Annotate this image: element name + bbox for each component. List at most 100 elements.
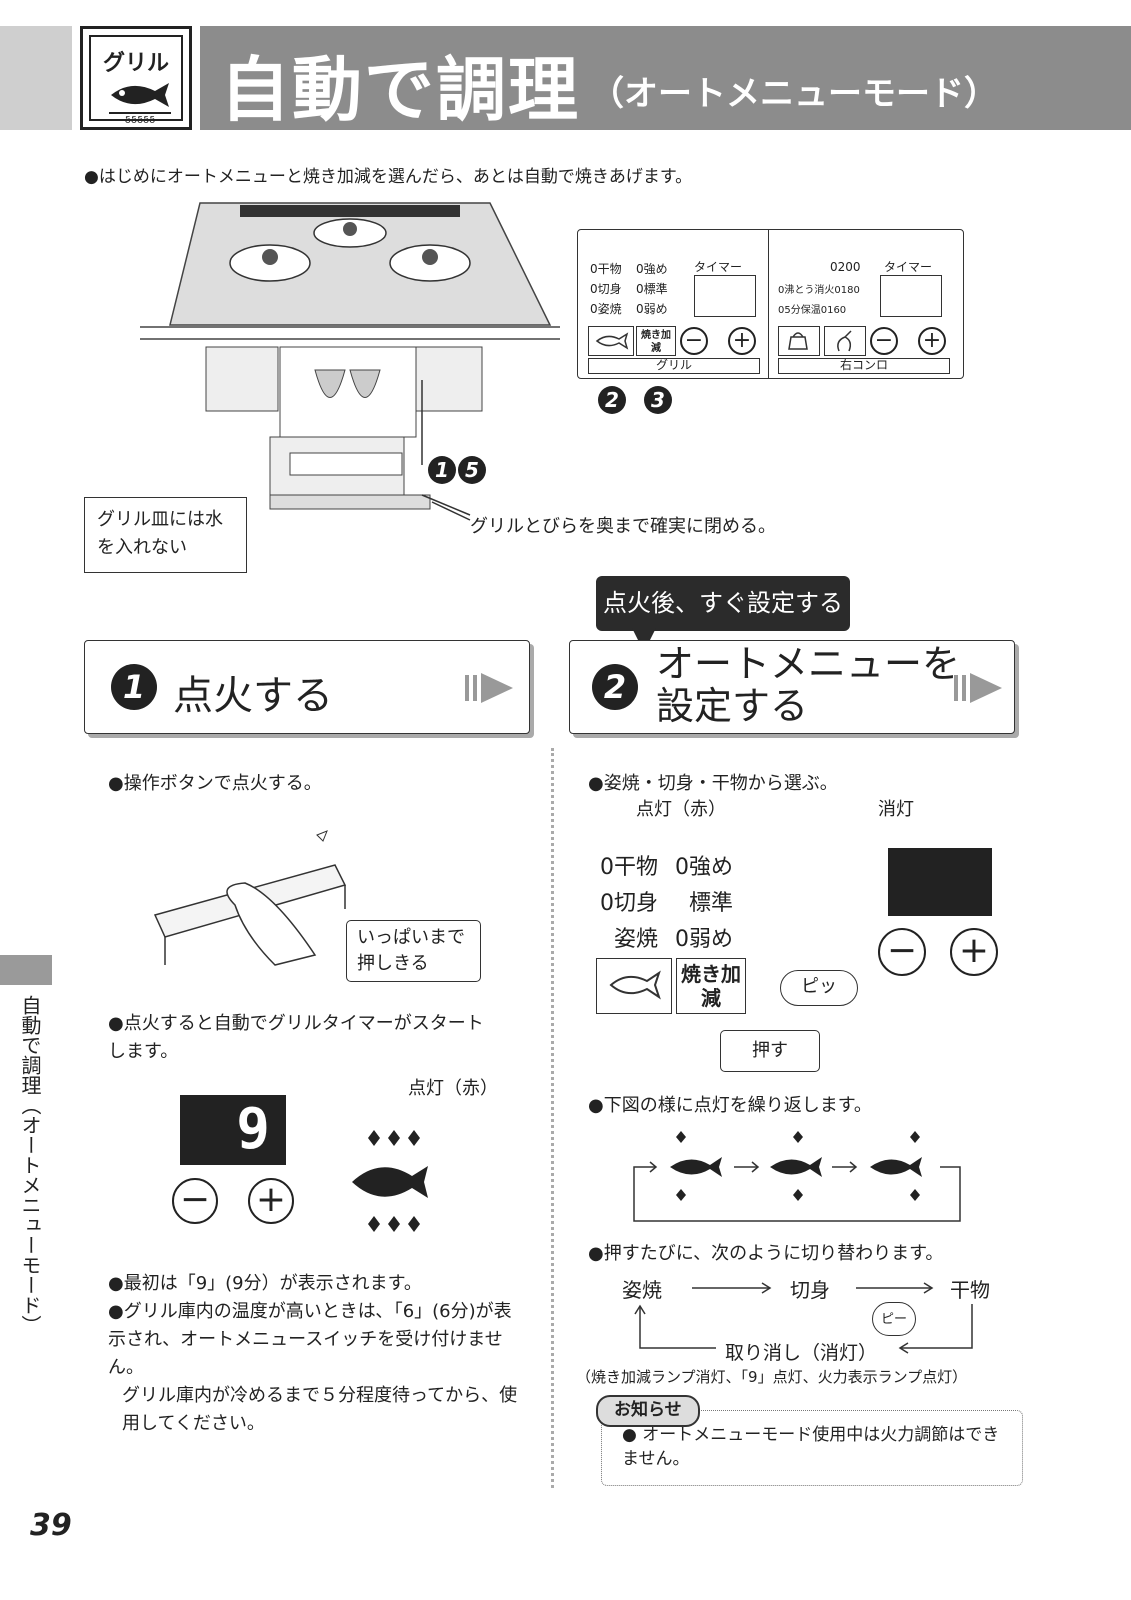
timer-right-display (880, 275, 942, 317)
panel-item-hyojun: 0標準 (636, 282, 668, 296)
panel-item-sugatayaki: 0姿焼 (590, 302, 622, 316)
side-section-title: 自動で調理（オートメニューモード） (18, 995, 42, 1335)
lamp-cycle-diagram (633, 1131, 961, 1222)
cancel-note: （焼き加減ランプ消灯、「9」点灯、火力表示ランプ点灯） (576, 1368, 968, 1386)
fry-button[interactable] (824, 326, 866, 356)
kettle-icon (788, 332, 808, 350)
step1-number: 1 (111, 664, 157, 710)
fish-lamp-icon (352, 1130, 428, 1232)
panel-item-himono: 0干物 (590, 262, 622, 276)
timer-left-label: タイマー (694, 260, 743, 274)
header-side-block (0, 26, 72, 130)
panel-item-tsuyome: 0強め (636, 262, 668, 276)
step1-bullet2: ●点火すると自動でグリルタイマーがスタートします。 (108, 1013, 484, 1062)
step1-label: 点火する (173, 673, 333, 719)
item-kirimi: 0切身 (600, 891, 658, 916)
timer-right-label: タイマー (884, 260, 933, 274)
grill-label: グリル (588, 358, 760, 374)
panel-minus-right[interactable]: − (870, 327, 898, 355)
next-arrow-icon (465, 673, 513, 703)
step2-bullet3: ●押すたびに、次のように切り替わります。 (588, 1243, 944, 1264)
svg-text:δδδδδ: δδδδδ (125, 115, 156, 125)
panel-plus-right[interactable]: + (918, 327, 946, 355)
fried-food-icon (837, 330, 852, 352)
leader-line (431, 501, 471, 521)
close-door-note: グリルとびらを奥まで確実に閉める。 (470, 516, 776, 537)
panel-yakikagen-button[interactable]: 焼き加減 (636, 326, 676, 356)
step2-bullet1: ●姿焼・切身・干物から選ぶ。 (588, 773, 838, 794)
grill-badge-label: グリル (102, 51, 169, 76)
marker-2-badge: 2 (598, 386, 626, 414)
notice-tag: お知らせ (596, 1395, 700, 1427)
step2-bullet2: ●下図の様に点灯を繰り返します。 (588, 1095, 872, 1116)
step2-items-col1: 0干物 0切身 姿焼 (600, 850, 658, 958)
step2-plus-button[interactable]: + (950, 928, 998, 976)
step1-bullet5: グリル庫内が冷めるまで５分程度待ってから、使用してください。 (122, 1385, 518, 1434)
fish-outline-icon (609, 970, 661, 1000)
kettle-button[interactable] (778, 326, 820, 356)
column-divider (551, 748, 554, 1488)
grill-badge: グリル δδδδδ (80, 26, 192, 130)
panel-temp-180: 0沸とう消火0180 (778, 285, 860, 296)
panel-item-yowame: 0弱め (636, 302, 668, 316)
step1-box: 1 点火する (84, 640, 530, 734)
beep-bubble: ピッ (780, 970, 858, 1006)
intro-text: ●はじめにオートメニューと焼き加減を選んだら、あとは自動で焼きあげます。 (84, 167, 693, 187)
timer-left-display (694, 275, 756, 317)
beep2-bubble: ピー (872, 1302, 916, 1336)
marker-1-badge: 1 (428, 456, 456, 484)
press-bubble: 押す (720, 1030, 820, 1072)
timer-minus-button[interactable]: − (172, 1178, 218, 1224)
panel-divider (768, 230, 769, 378)
cycle-kirimi: 切身 (790, 1278, 830, 1302)
item-hyojun: 標準 (689, 891, 734, 916)
cycle-arrows (634, 1282, 973, 1354)
step2-minus-button[interactable]: − (878, 928, 926, 976)
step1-bullet4: ●グリル庫内の温度が高いときは､「6」(6分)が表示され、オートメニュースイッチ… (108, 1301, 512, 1378)
item-sugatayaki: 姿焼 (614, 927, 659, 952)
cycle-himono: 干物 (950, 1278, 990, 1302)
item-tsuyome: 0強め (675, 855, 733, 880)
tip-banner: 点火後、すぐ設定する (596, 576, 850, 631)
step2-label-line2: 設定する (656, 684, 809, 728)
right-burner-label: 右コンロ (778, 358, 950, 374)
panel-plus-left[interactable]: + (728, 327, 756, 355)
press-fully-bubble: いっぱいまで押しきる (346, 920, 481, 982)
panel-temp-200: 0200 (830, 260, 861, 274)
item-himono: 0干物 (600, 855, 658, 880)
panel-item-kirimi: 0切身 (590, 282, 622, 296)
marker-3-badge: 3 (644, 386, 672, 414)
step1-bullet3: ●最初は「9」(9分）が表示されます。 (108, 1273, 422, 1294)
cancel-label: 取り消し（消灯） (725, 1342, 878, 1364)
step2-lit-label: 点灯（赤） (636, 799, 726, 820)
panel-menu-button[interactable] (588, 326, 634, 356)
panel-temp-160: 05分保温0160 (778, 305, 847, 316)
timer-display: 9 (180, 1095, 286, 1165)
step2-label-line1: オートメニューを (656, 642, 961, 686)
step2-menu-button[interactable] (596, 958, 672, 1014)
step2-number: 2 (592, 664, 638, 710)
header-bar (200, 26, 1131, 130)
step2-timer-display (888, 848, 992, 916)
side-tab (0, 955, 52, 985)
stove-illustration (140, 202, 560, 516)
press-button-illustration (153, 830, 347, 966)
cycle-sugatayaki: 姿焼 (622, 1278, 662, 1302)
fish-icon: δδδδδ (109, 83, 171, 125)
timer-digit: 9 (236, 1097, 270, 1162)
timer-plus-button[interactable]: + (248, 1178, 294, 1224)
marker-5-badge: 5 (458, 456, 486, 484)
step1-bullet1: ●操作ボタンで点火する。 (108, 773, 322, 794)
panel-minus-left[interactable]: − (680, 327, 708, 355)
next-arrow-icon (954, 673, 1002, 703)
notice-box: ● オートメニューモード使用中は火力調節はできません。 (601, 1410, 1023, 1486)
step1-lit-label: 点灯（赤） (408, 1078, 498, 1099)
page-number: 39 (30, 1508, 72, 1543)
step2-label: オートメニューを 設定する (656, 643, 960, 727)
step2-items-col2: 0強め 標準 0弱め (675, 850, 733, 958)
page-title: 自動で調理 (220, 49, 580, 131)
control-panel: 0干物 0強め 0切身 0標準 0姿焼 0弱め タイマー 焼き加減 − + グリ… (577, 229, 964, 379)
fish-outline-icon (595, 332, 629, 350)
step2-box: 2 オートメニューを 設定する (569, 640, 1015, 734)
step2-yakikagen-button[interactable]: 焼き加減 (676, 958, 746, 1014)
